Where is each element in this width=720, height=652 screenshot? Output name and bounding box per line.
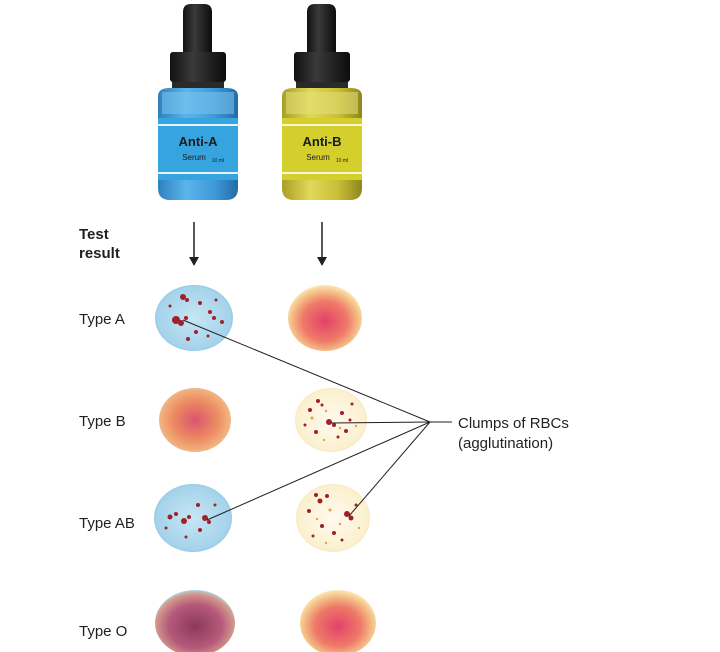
anti-a-bottle-volume: 10 ml: [212, 158, 224, 164]
anti-a-bottle: Anti-A Serum 10 ml: [158, 4, 238, 200]
drop-type-o-anti-b: [300, 590, 376, 652]
drop-type-a-anti-b: [288, 285, 362, 351]
drop-type-ab-anti-a: [154, 484, 232, 552]
callout-leader-lines: [182, 319, 452, 521]
drop-type-ab-anti-b: [296, 484, 370, 552]
drop-type-b-anti-a: [159, 388, 231, 452]
drop-type-o-anti-a: [155, 590, 235, 652]
drop-type-a-anti-a: [155, 285, 233, 351]
row-label-type-b: Type B: [79, 413, 126, 430]
row-label-type-o: Type O: [79, 623, 127, 640]
row-label-type-ab: Type AB: [79, 515, 135, 532]
anti-b-bottle-name: Anti-B: [303, 134, 342, 149]
anti-a-bottle-subtitle: Serum: [182, 153, 206, 162]
drop-type-b-anti-b: [295, 388, 367, 452]
clumps-label-line1: Clumps of RBCs: [458, 415, 569, 432]
anti-a-down-arrow: [189, 222, 199, 266]
row-label-type-a: Type A: [79, 311, 125, 328]
anti-b-down-arrow: [317, 222, 327, 266]
test-result-heading-line2: result: [79, 245, 120, 262]
clumps-label-line2: (agglutination): [458, 435, 553, 452]
anti-a-bottle-name: Anti-A: [179, 134, 219, 149]
anti-b-bottle: Anti-B Serum 10 ml: [282, 4, 362, 200]
anti-b-bottle-subtitle: Serum: [306, 153, 330, 162]
anti-b-bottle-volume: 10 ml: [336, 158, 348, 164]
test-result-heading-line1: Test: [79, 226, 109, 243]
